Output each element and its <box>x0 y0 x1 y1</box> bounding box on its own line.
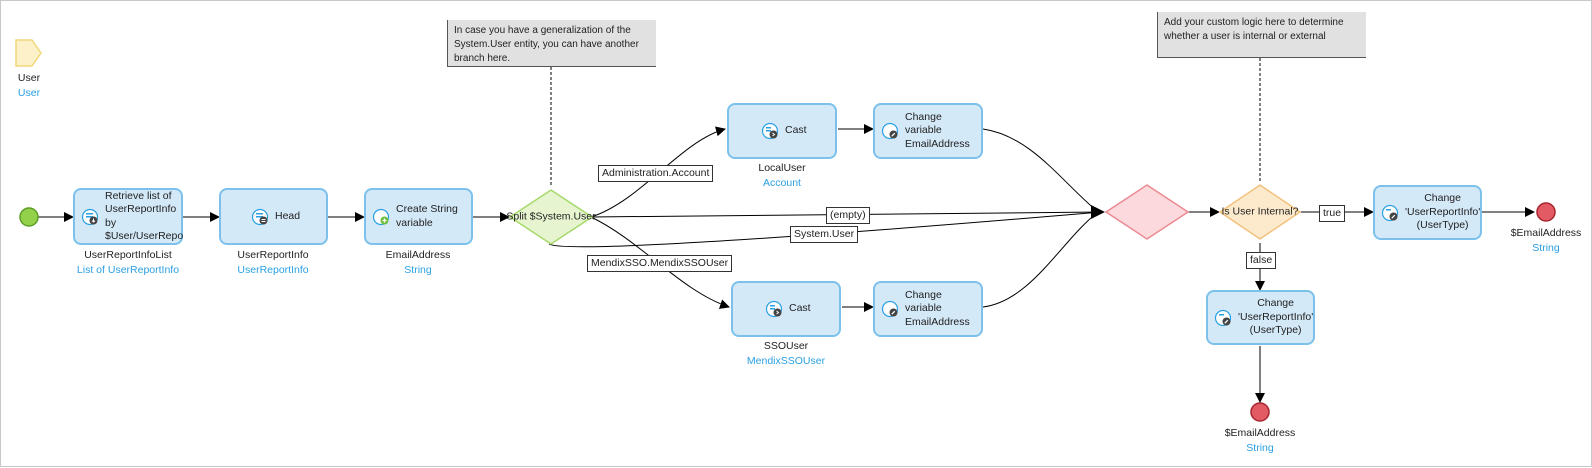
head-text: Head <box>275 209 301 222</box>
head-output: UserReportInfo UserReportInfo <box>237 248 308 278</box>
cast-local-activity[interactable]: Cast <box>727 103 837 159</box>
change-email-top-activity[interactable]: Change variable EmailAddress <box>873 103 983 159</box>
change-email-bottom-text: Change variable EmailAddress <box>905 288 970 328</box>
retrieve-icon <box>81 208 99 226</box>
create-variable-icon <box>372 208 390 226</box>
change-report-false-activity[interactable]: Change 'UserReportInfo' (UserType) <box>1206 290 1315 345</box>
parameter-name: User <box>17 72 41 84</box>
change-object-icon <box>1214 309 1232 327</box>
decision-label: Is User Internal? <box>1221 205 1299 218</box>
split-label: Split $System.User <box>506 210 596 223</box>
list-operation-icon <box>251 208 269 226</box>
cast-sso-type: MendixSSOUser <box>746 355 826 367</box>
parameter-type: User <box>17 87 41 99</box>
create-variable-activity[interactable]: Create String variable <box>364 188 473 245</box>
cast-local-var: LocalUser <box>758 162 806 174</box>
annotation-custom-logic[interactable]: Add your custom logic here to determine … <box>1157 12 1366 58</box>
decision-diamond <box>1218 184 1302 240</box>
end-bottom-type: String <box>1246 442 1274 454</box>
condition-false[interactable]: false <box>1246 252 1277 269</box>
cast-sso-var: SSOUser <box>763 340 809 352</box>
end-event-bottom <box>1250 402 1270 422</box>
head-type: UserReportInfo <box>237 264 309 276</box>
parameter-label: User User <box>18 71 40 101</box>
cast-sso-activity[interactable]: Cast <box>731 281 841 337</box>
annotation-generalization[interactable]: In case you have a generalization of the… <box>447 20 656 67</box>
change-report-true-activity[interactable]: Change 'UserReportInfo' (UserType) <box>1373 185 1482 240</box>
cast-sso-text: Cast <box>789 302 811 315</box>
change-email-bottom-activity[interactable]: Change variable EmailAddress <box>873 281 983 337</box>
annotation-text: In case you have a generalization of the… <box>454 25 639 64</box>
end-right-label: $EmailAddress String <box>1511 226 1582 256</box>
parameter-icon <box>15 39 42 67</box>
annotation-text: Add your custom logic here to determine … <box>1164 17 1344 42</box>
create-variable-var: EmailAddress <box>385 249 451 261</box>
condition-administration-account[interactable]: Administration.Account <box>598 165 714 182</box>
cast-local-output: LocalUser Account <box>758 161 805 191</box>
condition-true[interactable]: true <box>1319 205 1346 222</box>
condition-mendix-sso[interactable]: MendixSSO.MendixSSOUser <box>587 255 733 272</box>
end-bottom-name: $EmailAddress <box>1224 427 1296 439</box>
create-variable-type: String <box>404 264 432 276</box>
end-right-name: $EmailAddress <box>1510 227 1582 239</box>
change-variable-icon <box>881 122 899 140</box>
change-report-false-text: Change 'UserReportInfo' (UserType) <box>1238 297 1314 337</box>
cast-local-type: Account <box>763 177 801 189</box>
merge-diamond <box>1104 184 1190 240</box>
change-variable-icon <box>881 300 899 318</box>
cast-local-text: Cast <box>785 124 807 137</box>
change-object-icon <box>1381 204 1399 222</box>
end-event-right <box>1536 202 1556 222</box>
retrieve-type: List of UserReportInfo <box>76 264 180 276</box>
cast-icon <box>761 122 779 140</box>
create-variable-output: EmailAddress String <box>386 248 451 278</box>
end-bottom-label: $EmailAddress String <box>1225 426 1296 456</box>
retrieve-var: UserReportInfoList <box>84 249 172 261</box>
condition-system-user[interactable]: System.User <box>790 226 859 243</box>
end-right-type: String <box>1532 242 1560 254</box>
retrieve-activity[interactable]: Retrieve list of UserReportInfo by $User… <box>73 188 183 245</box>
start-event <box>19 207 39 227</box>
split-diamond <box>508 189 594 245</box>
cast-icon <box>765 300 783 318</box>
change-report-true-text: Change 'UserReportInfo' (UserType) <box>1405 192 1481 232</box>
head-activity[interactable]: Head <box>219 188 328 245</box>
change-email-top-text: Change variable EmailAddress <box>905 110 970 150</box>
cast-sso-output: SSOUser MendixSSOUser <box>747 339 825 369</box>
condition-empty[interactable]: (empty) <box>826 207 870 224</box>
retrieve-output: UserReportInfoList List of UserReportInf… <box>77 248 179 278</box>
create-variable-text: Create String variable <box>396 203 458 229</box>
retrieve-text: Retrieve list of UserReportInfo by $User… <box>105 189 184 243</box>
head-var: UserReportInfo <box>237 249 309 261</box>
